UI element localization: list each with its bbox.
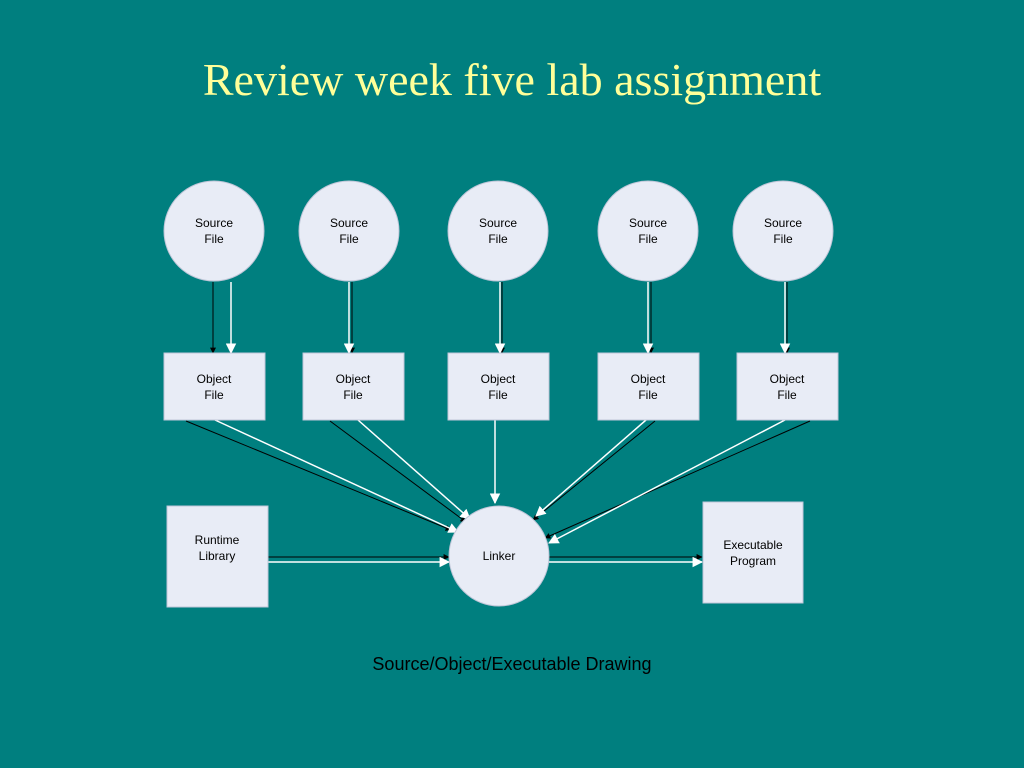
source-to-object-arrows	[210, 282, 791, 355]
node-label: File	[339, 232, 359, 246]
source-file-node: Source File	[163, 180, 265, 282]
diagram-caption: Source/Object/Executable Drawing	[372, 654, 652, 674]
source-file-row: Source File Source File Source File Sour…	[163, 180, 834, 282]
arrow-object-1-to-linker	[214, 419, 459, 533]
node-label: Linker	[483, 549, 516, 563]
node-label: File	[638, 388, 658, 402]
object-file-row: Object File Object File Object File Obje…	[163, 352, 839, 421]
object-file-node: Object File	[302, 352, 405, 421]
node-label: Source	[330, 216, 368, 230]
node-label: Source	[629, 216, 667, 230]
object-file-node: Object File	[447, 352, 550, 421]
node-label: File	[488, 388, 508, 402]
node-label: File	[638, 232, 658, 246]
node-label: Source	[195, 216, 233, 230]
linker-node: Linker	[448, 505, 550, 607]
source-file-node: Source File	[298, 180, 400, 282]
node-label: File	[204, 232, 224, 246]
node-label: Source	[479, 216, 517, 230]
slide-title: Review week five lab assignment	[202, 54, 822, 105]
shadow-arrow	[329, 420, 467, 523]
object-file-node: Object File	[736, 352, 839, 421]
node-label: Source	[764, 216, 802, 230]
arrow-object-4-to-linker	[535, 419, 647, 517]
node-label: File	[777, 388, 797, 402]
node-label: Object	[481, 372, 516, 386]
shadow-arrow	[544, 420, 811, 539]
source-file-node: Source File	[597, 180, 699, 282]
shadow-arrow	[185, 420, 452, 531]
node-label: Object	[631, 372, 666, 386]
arrow-object-2-to-linker	[357, 419, 471, 520]
shadow-arrow	[532, 420, 656, 521]
node-label: File	[204, 388, 224, 402]
node-label: Object	[336, 372, 371, 386]
source-file-node: Source File	[732, 180, 834, 282]
node-label: Library	[199, 549, 236, 563]
node-label: Object	[197, 372, 232, 386]
object-file-node: Object File	[597, 352, 700, 421]
object-to-linker-arrows	[185, 419, 811, 544]
node-label: Runtime	[195, 533, 240, 547]
node-label: File	[488, 232, 508, 246]
node-label: Program	[730, 554, 776, 568]
node-label: File	[773, 232, 793, 246]
linker-io-arrows	[268, 554, 704, 568]
executable-program-node: Executable Program	[702, 501, 804, 604]
source-file-node: Source File	[447, 180, 549, 282]
arrow-object-5-to-linker	[548, 419, 786, 544]
node-label: Executable	[723, 538, 783, 552]
object-file-node: Object File	[163, 352, 266, 421]
node-label: Object	[770, 372, 805, 386]
node-label: File	[343, 388, 363, 402]
runtime-library-node: Runtime Library	[166, 505, 269, 608]
